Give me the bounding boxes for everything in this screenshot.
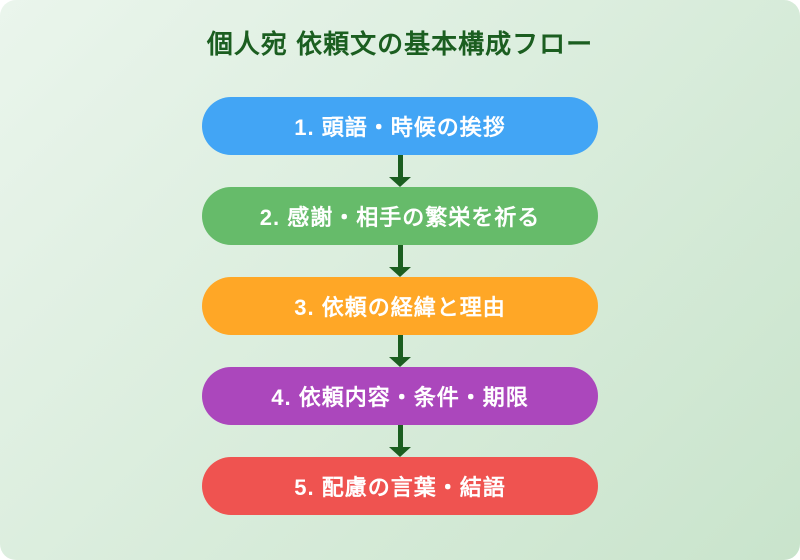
down-arrow-icon — [389, 245, 411, 277]
flow-step-1: 1. 頭語・時候の挨拶 — [202, 97, 598, 155]
arrow-stem — [397, 425, 403, 447]
arrow-stem — [397, 245, 403, 267]
flow-step-3: 3. 依頼の経緯と理由 — [202, 277, 598, 335]
flow-step-4: 4. 依頼内容・条件・期限 — [202, 367, 598, 425]
flow-step-5: 5. 配慮の言葉・結語 — [202, 457, 598, 515]
flow-diagram: 1. 頭語・時候の挨拶 2. 感謝・相手の繁栄を祈る 3. 依頼の経緯と理由 4… — [0, 97, 800, 515]
arrow-head — [389, 267, 411, 277]
down-arrow-icon — [389, 155, 411, 187]
flow-step-1-label: 1. 頭語・時候の挨拶 — [294, 115, 506, 140]
flow-step-2: 2. 感謝・相手の繁栄を祈る — [202, 187, 598, 245]
flow-step-2-label: 2. 感謝・相手の繁栄を祈る — [259, 205, 541, 230]
flow-step-5-label: 5. 配慮の言葉・結語 — [294, 475, 506, 500]
arrow-stem — [397, 155, 403, 177]
arrow-head — [389, 357, 411, 367]
arrow-stem — [397, 335, 403, 357]
down-arrow-icon — [389, 335, 411, 367]
arrow-head — [389, 177, 411, 187]
down-arrow-icon — [389, 425, 411, 457]
page-title: 個人宛 依頼文の基本構成フロー — [206, 29, 594, 59]
arrow-head — [389, 447, 411, 457]
flow-step-3-label: 3. 依頼の経緯と理由 — [294, 295, 506, 320]
flow-step-4-label: 4. 依頼内容・条件・期限 — [271, 385, 529, 410]
